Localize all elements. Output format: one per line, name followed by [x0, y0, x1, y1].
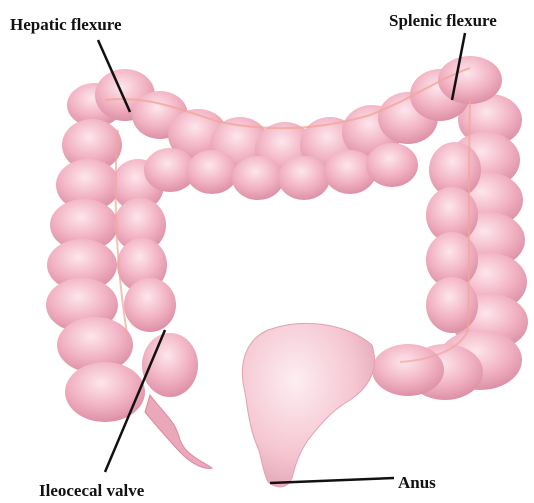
label-hepatic-flexure: Hepatic flexure: [10, 16, 122, 33]
rectum: [242, 323, 374, 487]
label-ileocecal-valve: Ileocecal valve: [39, 482, 144, 499]
label-splenic-flexure: Splenic flexure: [389, 12, 497, 29]
appendix: [145, 395, 212, 468]
label-anus: Anus: [398, 474, 436, 491]
